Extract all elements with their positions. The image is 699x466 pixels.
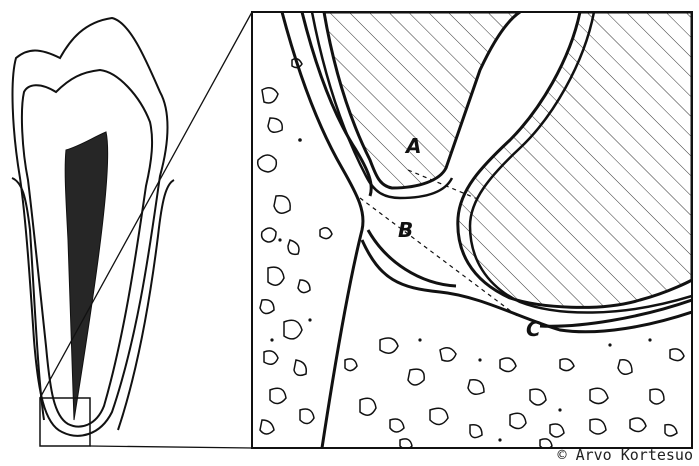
label-b: B (398, 218, 413, 242)
gum-line-left (12, 178, 44, 420)
copyright-text: © Arvo Kortesuo (558, 446, 693, 464)
zoom-guide-bottom (90, 446, 252, 448)
pulp-canal (65, 132, 107, 420)
label-c: C (526, 317, 541, 341)
label-a: A (404, 134, 421, 158)
